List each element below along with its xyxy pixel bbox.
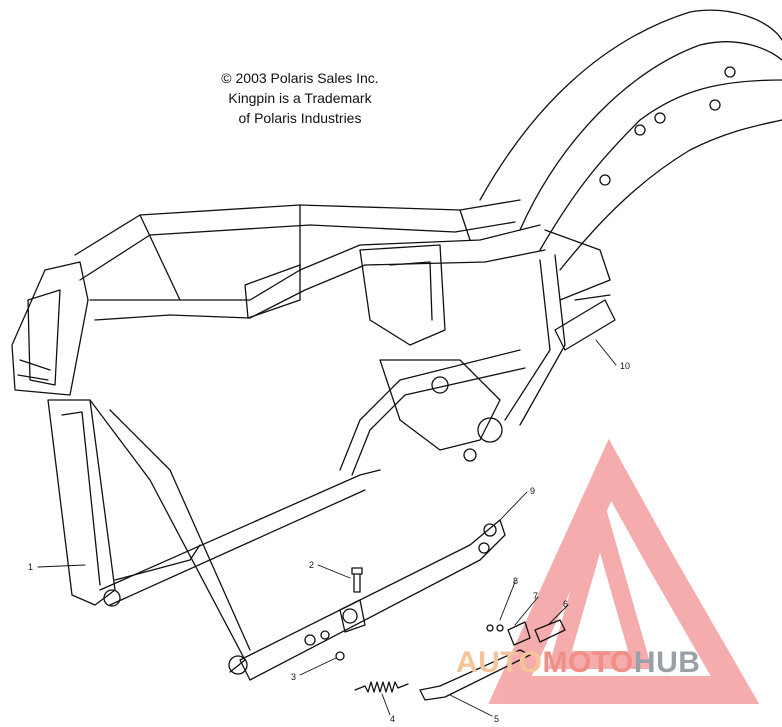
callout-7: 7 [533,591,539,601]
small-washer-part [486,624,494,632]
kickstand-part [419,649,531,701]
callout-4: 4 [390,714,396,724]
rear-frame-arc [479,9,782,301]
callout-10: 10 [620,361,631,371]
pad-part [534,619,566,643]
watermark-moto: MOTO [542,646,634,679]
washer-part [335,651,345,661]
callout-1: 1 [28,562,34,572]
front-downtube [47,399,251,673]
spring-part [354,681,409,693]
copyright-line: © 2003 Polaris Sales Inc. [221,70,379,86]
watermark-hub: HUB [633,646,701,679]
watermark-text: AUTOMOTOHUB [456,646,700,680]
upper-frame-tubes [74,199,546,321]
callout-5: 5 [494,714,500,724]
trademark-owner-line: of Polaris Industries [238,110,362,126]
callout-9: 9 [530,486,536,496]
callout-3: 3 [291,672,297,682]
callout-8: 8 [513,576,519,586]
clip-part [507,621,531,646]
rear-downtube [339,254,566,476]
callout-6: 6 [563,599,569,609]
bolt-part [351,567,363,593]
rear-bracket [554,294,616,351]
center-mount [359,244,503,462]
kickstand-mount-rail [239,519,506,681]
watermark-auto: AUTO [456,646,543,679]
copyright-notice: © 2003 Polaris Sales Inc. Kingpin is a T… [170,68,430,128]
trademark-line: Kingpin is a Trademark [228,90,372,106]
steering-head [11,261,89,396]
callout-2: 2 [309,560,315,570]
leader-lines [37,339,617,717]
lower-frame-rails [99,469,381,675]
watermark-logo-icon [488,438,760,704]
